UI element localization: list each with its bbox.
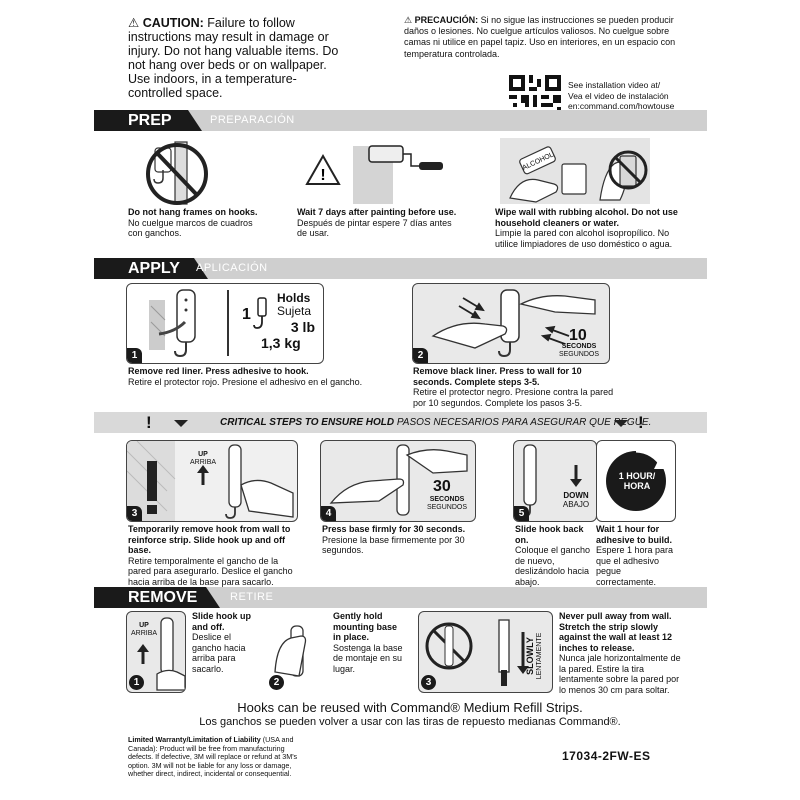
- step-4-text: Press base firmly for 30 seconds. Presio…: [322, 524, 466, 555]
- slide-hook-up-illustration: [127, 441, 294, 521]
- clock-icon: [606, 449, 666, 511]
- warranty: Limited Warranty/Limitation of Liability…: [128, 735, 298, 779]
- prep-item-1-text: Do not hang frames on hooks. No cuelgue …: [128, 207, 258, 238]
- reuse-es: Los ganchos se pueden volver a usar con …: [199, 716, 621, 728]
- step-number: 2: [269, 675, 284, 690]
- caution-text: Failure to follow instructions may resul…: [128, 16, 339, 100]
- step-number: 3: [421, 675, 436, 690]
- press-base-illustration: [329, 444, 468, 516]
- step-number: 1: [127, 348, 142, 363]
- down-triangle-icon: [174, 420, 188, 427]
- remove-band: REMOVE RETIRE: [94, 587, 707, 608]
- reuse-en: Hooks can be reused with Command® Medium…: [237, 700, 583, 715]
- prohibited-icon: [146, 143, 208, 205]
- slide-hook-down-illustration: [520, 444, 582, 517]
- step-5-text: Slide hook back on. Coloque el gancho de…: [515, 524, 591, 587]
- step-number: 1: [129, 675, 144, 690]
- remove-step-3-text: Never pull away from wall. Stretch the s…: [559, 611, 681, 695]
- prep-band: PREP PREPARACIÓN: [94, 110, 707, 131]
- step-3-text: Temporarily remove hook from wall to rei…: [128, 524, 293, 587]
- holds-weight: Holds Sujeta: [277, 291, 312, 318]
- stretch-strip-illustration: [425, 619, 529, 686]
- press-to-wall-illustration: [431, 289, 596, 358]
- seconds-count: 30: [433, 478, 451, 495]
- caution-label: CAUTION:: [142, 16, 204, 30]
- step-number: 5: [514, 506, 529, 521]
- apply-step-2-panel: 10 SECONDS SEGUNDOS 2: [412, 283, 610, 364]
- step-4-panel: 30 SECONDS SEGUNDOS 4: [320, 440, 476, 522]
- warning-triangle-icon-es: ⚠: [404, 15, 413, 25]
- critical-steps-bar: ! CRITICAL STEPS TO ENSURE HOLD PASOS NE…: [94, 412, 707, 433]
- step-number: 3: [127, 506, 142, 521]
- apply-step-1-text: Remove red liner. Press adhesive to hook…: [128, 366, 363, 387]
- caution-en: ⚠ CAUTION: Failure to follow instruction…: [128, 16, 343, 100]
- step-number: 2: [413, 348, 428, 363]
- remove-title: REMOVE: [94, 587, 220, 608]
- remove-step-1-text: Slide hook up and off. Deslice el gancho…: [192, 611, 252, 674]
- hold-base-illustration: [274, 625, 307, 677]
- caution-es: ⚠ PRECAUCIÓN: Si no sigue las instruccio…: [404, 15, 676, 59]
- apply-subtitle: APLICACIÓN: [196, 262, 268, 274]
- warning-icon: [305, 153, 341, 185]
- remove-step-2-panel: 2: [266, 611, 326, 693]
- apply-title: APPLY: [94, 258, 208, 279]
- apply-band: APPLY APLICACIÓN: [94, 258, 707, 279]
- paint-roller-illustration: !: [305, 145, 443, 204]
- step-number: 4: [321, 506, 336, 521]
- prep-item-3-text: Wipe wall with rubbing alcohol. Do not u…: [495, 207, 678, 249]
- hook-adhesive-illustration: [149, 289, 196, 358]
- remove-hook-up-illustration: [137, 617, 185, 691]
- prep-title: PREP: [94, 110, 202, 131]
- warning-triangle-icon: ⚠: [128, 16, 140, 30]
- step-5-panel: DOWN ABAJO 5: [513, 440, 597, 522]
- wait-hour-panel: 1 HOUR/ HORA: [596, 440, 676, 522]
- step-3-panel: UP ARRIBA 3: [126, 440, 298, 522]
- video-link[interactable]: en:command.com/howtouse: [568, 101, 675, 111]
- prep-subtitle: PREPARACIÓN: [210, 114, 295, 126]
- hook-icon: [253, 297, 267, 329]
- remove-step-3-panel: SLOWLY LENTAMENTE 3: [418, 611, 553, 693]
- apply-step-2-text: Remove black liner. Press to wall for 10…: [413, 366, 614, 408]
- alcohol-wipe-illustration: ALCOHOL: [500, 138, 650, 204]
- svg-text:!: !: [320, 167, 325, 184]
- no-frames-illustration: [146, 141, 208, 205]
- remove-step-2-text: Gently hold mounting base in place. Sost…: [333, 611, 403, 674]
- down-triangle-icon-right: [614, 420, 628, 427]
- prep-item-2-text: Wait 7 days after painting before use. D…: [297, 207, 457, 238]
- wait-hour-text: Wait 1 hour for adhesive to build. Esper…: [596, 524, 674, 587]
- apply-step-1-panel: 1 Holds Sujeta 3 lb 1,3 kg 1: [126, 283, 324, 364]
- product-code: 17034-2FW-ES: [562, 749, 651, 763]
- remove-step-1-panel: UP ARRIBA 1: [126, 611, 186, 693]
- remove-subtitle: RETIRE: [230, 591, 274, 603]
- seconds-count: 10: [569, 327, 587, 344]
